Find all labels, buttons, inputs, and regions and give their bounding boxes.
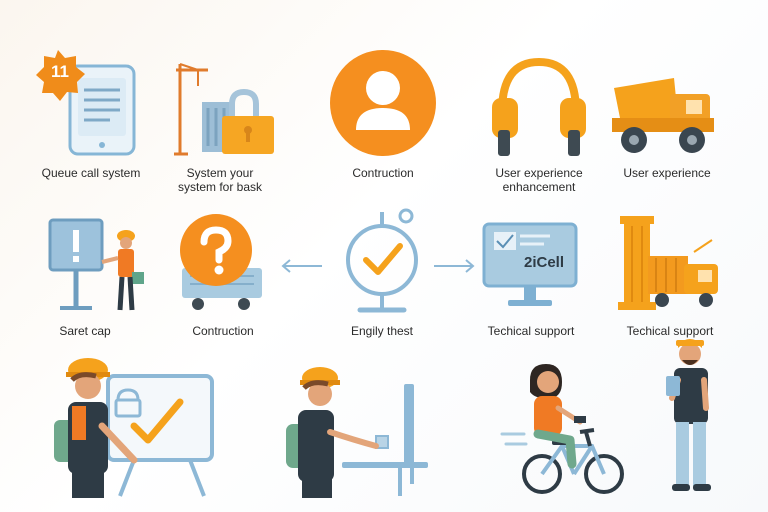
label-text: Contruction — [192, 324, 254, 338]
user-avatar-icon — [328, 48, 438, 158]
label-text: Techical support — [626, 324, 714, 338]
label-ux-enhancement: User experience enhancement — [474, 166, 604, 194]
arrow-left-icon — [280, 258, 324, 274]
column-truck-icon — [614, 212, 726, 316]
tablet-badge-icon: 11 — [36, 48, 146, 158]
question-cart-icon — [176, 212, 272, 316]
label-user-experience: User experience — [600, 166, 734, 180]
label-text: Engily thest — [350, 324, 414, 338]
cyclist-and-support-person-illustration — [500, 336, 730, 500]
label-techical-support-2: Techical support — [608, 324, 732, 338]
checkmark-globe-icon — [336, 204, 428, 316]
headphones-icon — [484, 52, 594, 160]
label-text: Queue call system — [41, 166, 141, 180]
label-text: Techical support — [487, 324, 575, 338]
label-engily-thest: Engily thest — [326, 324, 438, 338]
label-text-line1: System your — [186, 166, 254, 180]
label-system: System your system for bask — [158, 166, 282, 194]
label-saret-cap: Saret cap — [30, 324, 140, 338]
worker-whiteboard-illustration — [50, 356, 218, 498]
monitor-text: 2iCell — [524, 254, 565, 271]
label-techical-support-1: Techical support — [470, 324, 592, 338]
worker-computer-illustration — [284, 366, 434, 498]
label-text: Contruction — [352, 166, 414, 180]
warning-sign-worker-icon — [44, 216, 154, 316]
badge-number: 11 — [51, 62, 69, 81]
crane-padlock-icon — [166, 56, 278, 160]
monitor-support-icon: 2iCell — [480, 220, 580, 312]
label-text-line2: system for bask — [177, 180, 263, 194]
dump-truck-icon — [604, 64, 720, 160]
label-contruction-top: Contruction — [318, 166, 448, 180]
label-queue-call-system: Queue call system — [26, 166, 156, 180]
label-text-line1: User experience — [495, 166, 583, 180]
label-text: Saret cap — [59, 324, 111, 338]
arrow-right-icon — [432, 258, 476, 274]
label-text-line2: enhancement — [502, 180, 576, 194]
label-contruction-mid: Contruction — [168, 324, 278, 338]
label-text: User experience — [623, 166, 711, 180]
